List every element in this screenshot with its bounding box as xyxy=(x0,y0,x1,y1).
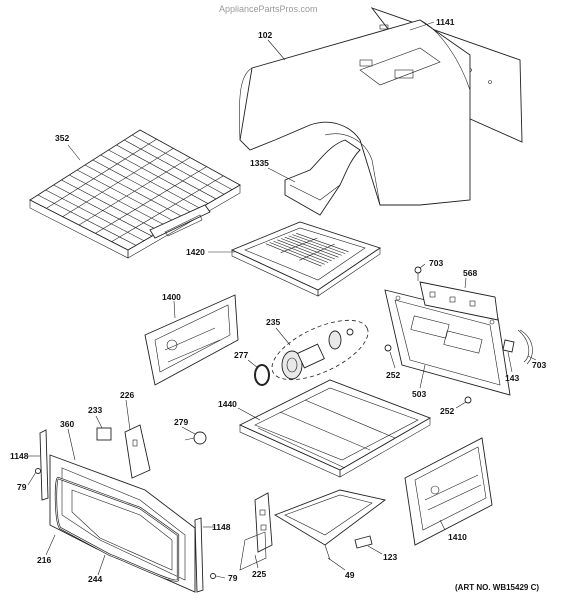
part-703-gasket-right[interactable] xyxy=(517,329,533,365)
label-1141: 1141 xyxy=(436,17,455,27)
label-703-top: 703 xyxy=(429,258,443,268)
part-244-door-glass[interactable] xyxy=(71,489,173,571)
part-1148-strip-left[interactable] xyxy=(39,429,49,501)
part-1410-drawer-front[interactable] xyxy=(404,437,493,546)
label-235: 235 xyxy=(266,317,280,327)
part-79-screw-b[interactable] xyxy=(210,573,216,579)
label-123: 123 xyxy=(383,552,397,562)
part-233-switch[interactable] xyxy=(96,427,112,441)
part-1440-oven-liner-panel[interactable] xyxy=(238,379,432,478)
label-49: 49 xyxy=(345,570,355,580)
part-235-convection-fan[interactable] xyxy=(264,308,377,392)
label-1420: 1420 xyxy=(186,247,205,257)
label-568: 568 xyxy=(463,268,477,278)
part-79-screw-a[interactable] xyxy=(35,468,41,474)
label-102: 102 xyxy=(258,30,272,40)
part-1400-side-panel[interactable] xyxy=(144,294,239,386)
label-279: 279 xyxy=(174,417,188,427)
label-277: 277 xyxy=(234,350,248,360)
part-102-top-cover[interactable] xyxy=(239,19,471,206)
label-79-left: 79 xyxy=(17,482,27,492)
leader-lines xyxy=(27,21,537,579)
part-360-door-frame[interactable] xyxy=(49,454,196,593)
label-79-bottom: 79 xyxy=(228,573,238,583)
part-1335-heat-shield[interactable] xyxy=(284,139,361,216)
label-703-right: 703 xyxy=(532,360,546,370)
label-143: 143 xyxy=(505,373,519,383)
part-352-oven-rack[interactable] xyxy=(29,129,241,259)
part-252-screw-a[interactable] xyxy=(384,344,392,352)
part-143-clip[interactable] xyxy=(502,339,515,353)
label-244: 244 xyxy=(88,574,102,584)
label-252-b: 252 xyxy=(440,406,454,416)
part-1148-strip-right[interactable] xyxy=(194,517,204,593)
part-703-screw-top[interactable] xyxy=(414,266,422,281)
label-225: 225 xyxy=(252,569,266,579)
part-277-ring[interactable] xyxy=(254,364,270,386)
part-226-latch-bracket[interactable] xyxy=(124,424,151,479)
part-49-drawer-tray[interactable] xyxy=(273,489,387,561)
label-216: 216 xyxy=(37,555,51,565)
label-1410: 1410 xyxy=(448,532,467,542)
part-568-bracket[interactable] xyxy=(419,281,499,321)
part-252-screw-b[interactable] xyxy=(464,396,472,404)
label-252-a: 252 xyxy=(386,370,400,380)
part-123-clip[interactable] xyxy=(354,535,373,549)
label-1440: 1440 xyxy=(218,399,237,409)
label-1148-right: 1148 xyxy=(212,522,231,532)
watermark-text: AppliancePartsPros.com xyxy=(219,4,318,14)
label-1335: 1335 xyxy=(250,158,269,168)
label-352: 352 xyxy=(55,133,69,143)
label-1400: 1400 xyxy=(162,292,181,302)
art-number: (ART NO. WB15429 C) xyxy=(455,583,539,592)
label-503: 503 xyxy=(412,389,426,399)
label-233: 233 xyxy=(88,405,102,415)
label-360: 360 xyxy=(60,419,74,429)
part-1420-oven-bottom[interactable] xyxy=(230,221,382,297)
part-216-door-gasket[interactable] xyxy=(54,476,180,582)
label-226: 226 xyxy=(120,390,134,400)
part-225-hinge[interactable] xyxy=(239,492,273,571)
part-279-sensor[interactable] xyxy=(184,431,207,445)
label-1148-left: 1148 xyxy=(10,451,29,461)
